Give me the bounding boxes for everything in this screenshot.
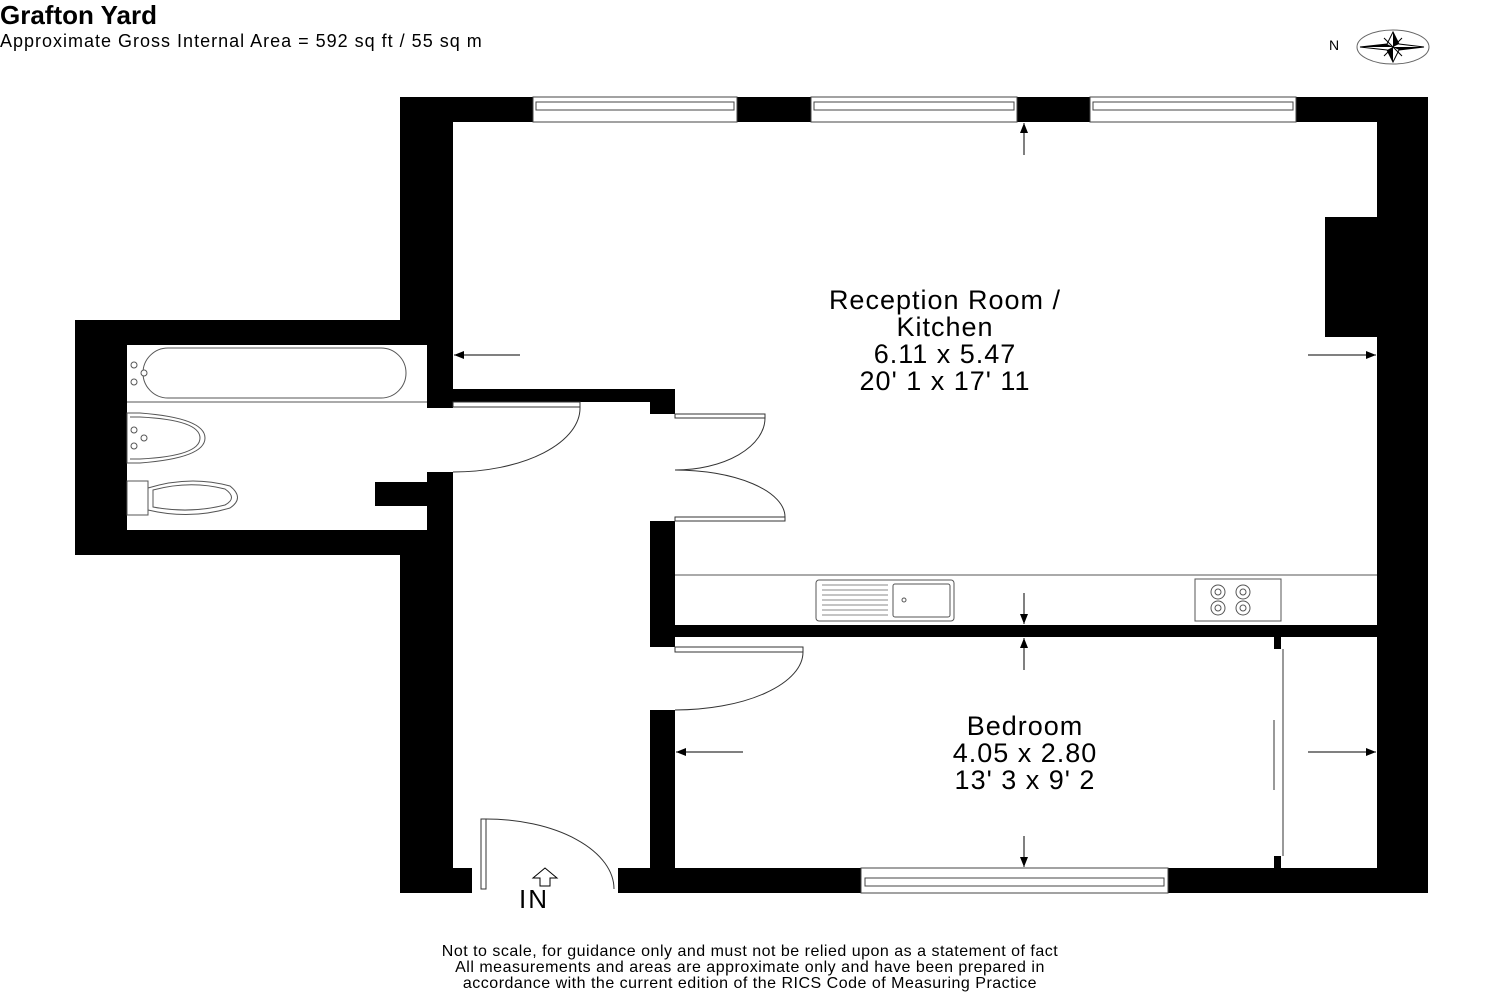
room-metric-dimensions: 6.11 x 5.47 xyxy=(873,339,1017,369)
room-name: Kitchen xyxy=(896,312,994,342)
room-name: Reception Room / xyxy=(828,285,1062,315)
entrance-arrow-icon xyxy=(531,867,559,887)
dimension-arrows xyxy=(454,123,1376,867)
compass-north-label: N xyxy=(1329,37,1340,53)
compass-icon xyxy=(1356,29,1430,65)
plan-title: Grafton Yard xyxy=(0,0,158,30)
gross-area-subtitle: Approximate Gross Internal Area = 592 sq… xyxy=(0,31,483,51)
disclaimer: Not to scale, for guidance only and must… xyxy=(0,944,1500,992)
room-name: Bedroom xyxy=(966,711,1084,741)
entrance-label: IN xyxy=(519,884,549,914)
disclaimer-line: Not to scale, for guidance only and must… xyxy=(441,943,1059,960)
disclaimer-line: All measurements and areas are approxima… xyxy=(455,959,1045,976)
disclaimer-line: accordance with the current edition of t… xyxy=(462,975,1038,992)
toilet-icon xyxy=(126,480,149,516)
room-imperial-dimensions: 13' 3 x 9' 2 xyxy=(954,765,1096,795)
chimney-breast xyxy=(1325,217,1377,337)
hob-icon xyxy=(1194,578,1282,622)
bathroom-fixtures xyxy=(126,347,427,516)
room-label-bedroom: Bedroom 4.05 x 2.80 13' 3 x 9' 2 xyxy=(840,713,1210,794)
kitchen-fixtures xyxy=(675,574,1377,622)
room-imperial-dimensions: 20' 1 x 17' 11 xyxy=(859,366,1031,396)
bathtub-icon xyxy=(142,347,407,399)
room-label-reception: Reception Room / Kitchen 6.11 x 5.47 20'… xyxy=(700,287,1190,395)
windows xyxy=(532,96,1297,894)
doors xyxy=(452,401,1284,890)
room-metric-dimensions: 4.05 x 2.80 xyxy=(952,738,1098,768)
walls xyxy=(75,97,1428,893)
